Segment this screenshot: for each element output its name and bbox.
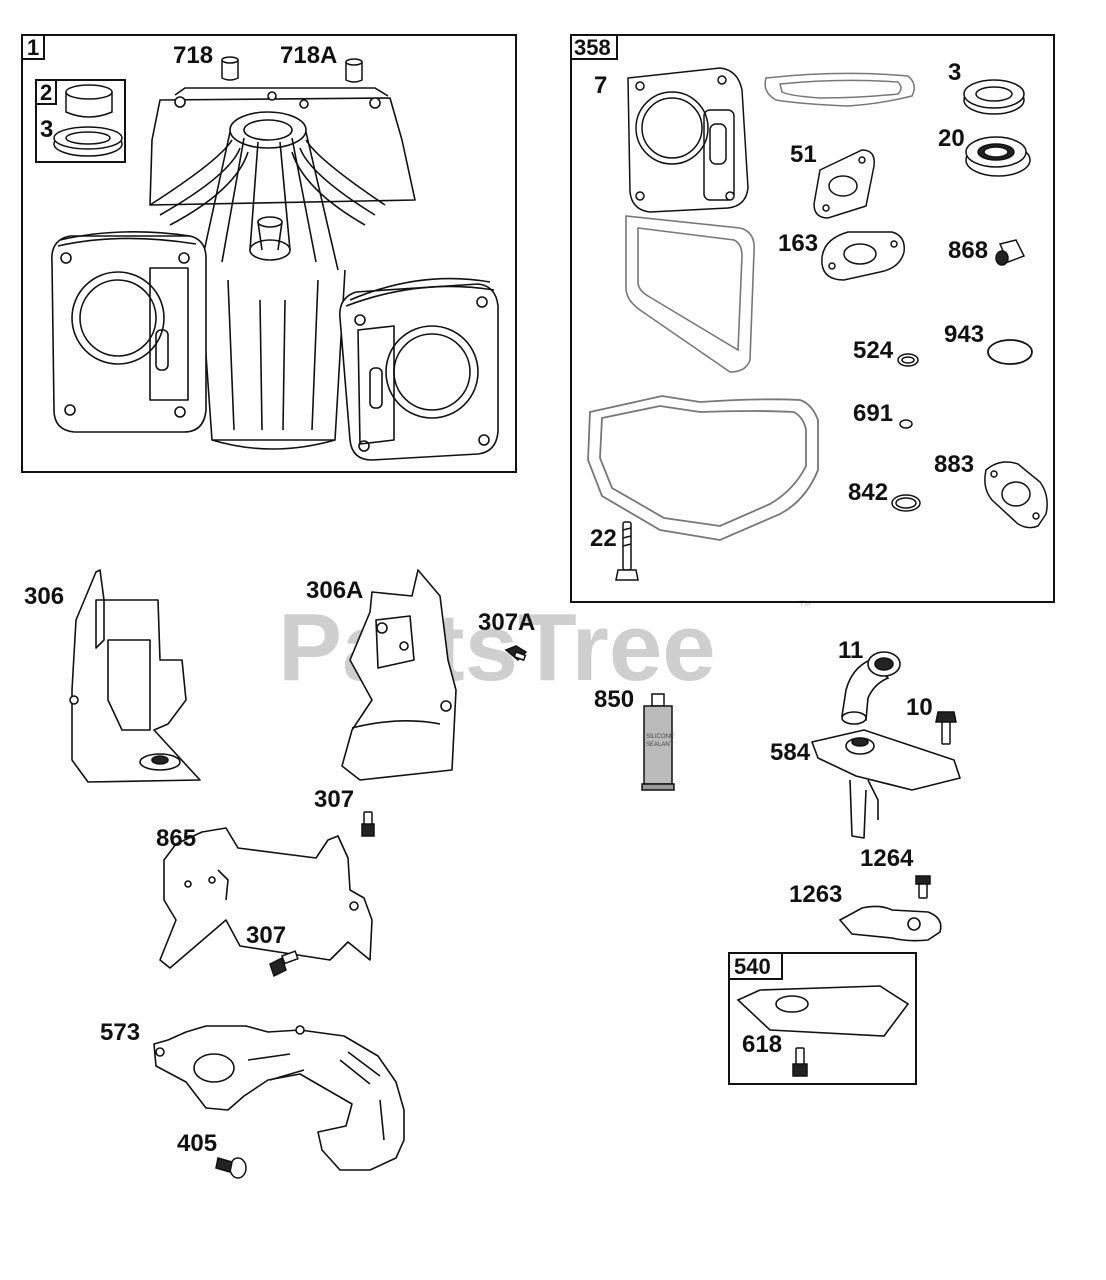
label-22[interactable]: 22: [590, 525, 617, 552]
part-labels: 718 718A 3 7 3 51 20 163 868 524 943 691…: [24, 42, 988, 1157]
screw-1264[interactable]: [915, 875, 931, 899]
baffle-865[interactable]: [159, 827, 373, 969]
screw-307-top[interactable]: [361, 811, 375, 837]
label-307a[interactable]: 307A: [478, 609, 535, 636]
watermark-trademark: ™: [798, 597, 812, 613]
bolt-22[interactable]: [615, 521, 639, 581]
sealant-tube-850[interactable]: SILICONE SEALANT: [641, 693, 675, 791]
group-box-540[interactable]: 540: [728, 952, 917, 1085]
gasket-883[interactable]: [984, 461, 1048, 529]
screw-307-bottom[interactable]: [269, 950, 299, 978]
head-gasket-7[interactable]: [627, 67, 749, 213]
label-868[interactable]: 868: [948, 237, 988, 264]
label-850[interactable]: 850: [594, 686, 634, 713]
seal-part-3-box1[interactable]: [53, 126, 123, 157]
o-ring-842[interactable]: [891, 494, 921, 512]
carburetor-gasket-163[interactable]: [821, 231, 905, 281]
label-51[interactable]: 51: [790, 141, 817, 168]
valve-cover-gasket[interactable]: [625, 215, 756, 373]
label-163[interactable]: 163: [778, 230, 818, 257]
group-box-1-tag: 1: [27, 35, 39, 60]
group-box-358[interactable]: 358: [570, 34, 1055, 603]
label-718a[interactable]: 718A: [280, 42, 337, 69]
label-865[interactable]: 865: [156, 825, 196, 852]
group-box-540-tag: 540: [734, 954, 771, 979]
cylinder-shield-306[interactable]: [69, 569, 201, 783]
label-1264[interactable]: 1264: [860, 845, 914, 872]
watermark-text: PartsTree: [278, 594, 716, 701]
dowel-pin-718[interactable]: [221, 56, 239, 81]
label-573[interactable]: 573: [100, 1019, 140, 1046]
crankcase-gasket[interactable]: [587, 395, 819, 541]
cylinder-shield-306a[interactable]: [341, 569, 457, 781]
label-306[interactable]: 306: [24, 583, 64, 610]
label-3-box1[interactable]: 3: [40, 116, 53, 143]
label-11[interactable]: 11: [838, 637, 863, 664]
label-20[interactable]: 20: [938, 125, 965, 152]
group-box-2[interactable]: 2: [35, 79, 126, 163]
o-ring-943[interactable]: [987, 339, 1033, 365]
engine-block-drawing[interactable]: [51, 87, 499, 461]
label-1263[interactable]: 1263: [789, 881, 842, 908]
screw-307a[interactable]: [504, 645, 528, 662]
plug-868[interactable]: [995, 239, 1026, 266]
plate-540[interactable]: [736, 985, 910, 1037]
sealant-tube-text-line1: SILICONE: [646, 734, 674, 740]
oil-seal-3[interactable]: [963, 79, 1025, 115]
breather-elbow-11[interactable]: [841, 651, 901, 725]
label-3-box358[interactable]: 3: [948, 59, 961, 86]
screw-10[interactable]: [935, 711, 957, 745]
label-584[interactable]: 584: [770, 739, 811, 766]
label-307-top[interactable]: 307: [314, 786, 354, 813]
label-405[interactable]: 405: [177, 1130, 217, 1157]
label-618[interactable]: 618: [742, 1031, 782, 1058]
group-box-1[interactable]: 1: [21, 34, 517, 473]
dowel-pin-718a[interactable]: [345, 58, 363, 83]
group-box-358-tag: 358: [574, 35, 611, 60]
bushing-part-2[interactable]: [65, 84, 113, 118]
label-842[interactable]: 842: [848, 479, 888, 506]
label-10[interactable]: 10: [906, 694, 933, 721]
plate-1263[interactable]: [838, 905, 942, 942]
screw-405[interactable]: [215, 1157, 247, 1179]
o-ring-524[interactable]: [897, 353, 919, 367]
breather-plate-584[interactable]: [811, 729, 961, 839]
valve-cover-small-gasket[interactable]: [764, 72, 915, 107]
screw-618[interactable]: [792, 1047, 808, 1077]
sealant-tube-text-line2: SEALANT: [646, 742, 674, 748]
oil-seal-20[interactable]: [965, 136, 1031, 177]
flywheel-shield-573[interactable]: [153, 1025, 405, 1171]
label-307-bottom[interactable]: 307: [246, 922, 286, 949]
label-691[interactable]: 691: [853, 400, 893, 427]
o-ring-691[interactable]: [899, 419, 913, 429]
intake-gasket-51[interactable]: [813, 149, 875, 219]
group-box-2-tag: 2: [40, 80, 52, 105]
label-883[interactable]: 883: [934, 451, 974, 478]
label-306a[interactable]: 306A: [306, 577, 363, 604]
label-524[interactable]: 524: [853, 337, 894, 364]
label-943[interactable]: 943: [944, 321, 984, 348]
label-7[interactable]: 7: [594, 72, 607, 99]
label-718[interactable]: 718: [173, 42, 213, 69]
